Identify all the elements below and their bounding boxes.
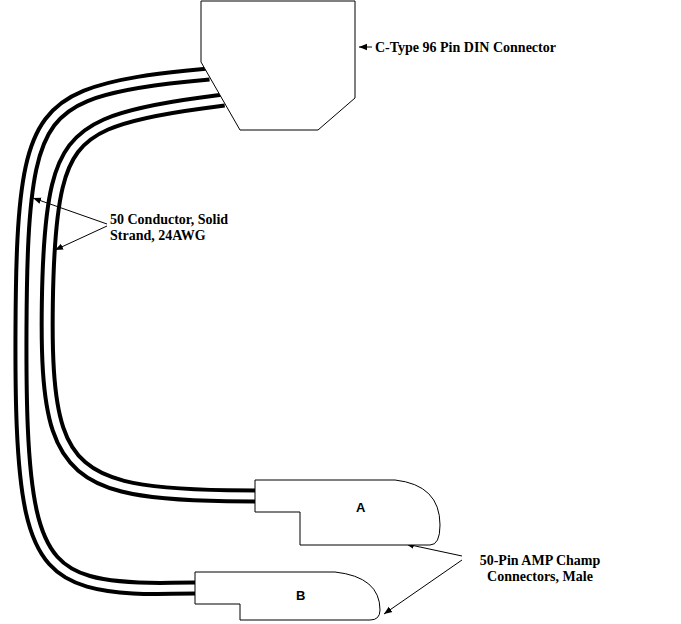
connector-note: 50-Pin AMP Champ Connectors, Male <box>464 553 616 585</box>
din-connector: C-Type 96 Pin DIN Connector <box>200 0 356 131</box>
cable-fill <box>47 100 257 496</box>
leader-arrow <box>55 226 107 250</box>
champ-connector: B <box>194 570 382 622</box>
leader-arrow <box>359 47 372 48</box>
leader-arrow <box>33 198 107 224</box>
ribbon-cable <box>47 100 257 496</box>
connector-outline <box>194 570 382 622</box>
connector-body <box>201 1 355 130</box>
connector-outline <box>200 0 356 131</box>
connector-body <box>255 480 440 545</box>
connector-outline <box>254 478 442 548</box>
connector-body <box>195 572 380 620</box>
cable-outline <box>47 100 257 496</box>
cable-direction <box>47 100 257 496</box>
leader-arrow <box>406 544 462 556</box>
part-label: C-Type 96 Pin DIN Connector <box>375 40 556 56</box>
champ-connector: A <box>254 478 442 548</box>
leader-arrow <box>384 560 462 614</box>
cable-note: 50 Conductor, Solid Strand, 24AWG <box>110 212 275 244</box>
connector-letter: B <box>296 588 305 603</box>
connector-letter: A <box>356 500 365 515</box>
